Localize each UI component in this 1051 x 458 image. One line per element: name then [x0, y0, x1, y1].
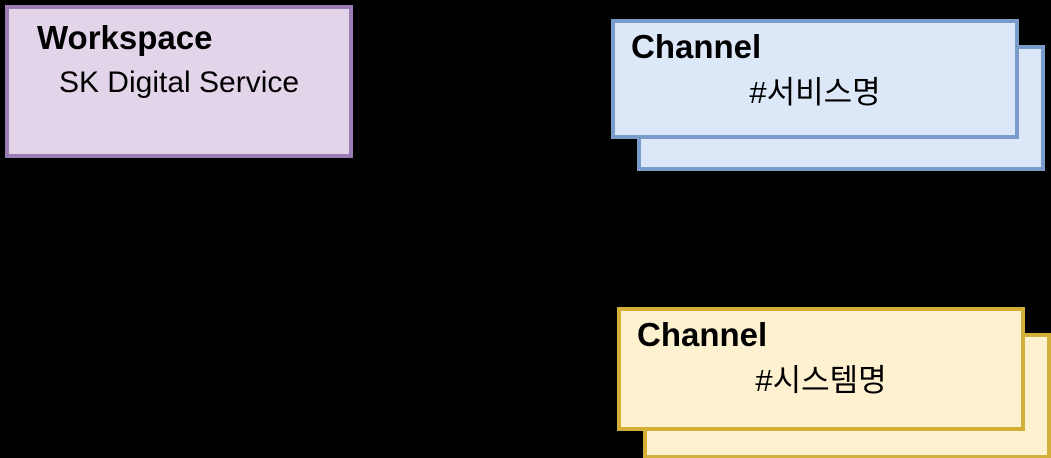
node-workspace[interactable]: Workspace SK Digital Service — [5, 5, 353, 158]
node-channel-system-subtitle: #시스템명 — [755, 363, 887, 398]
node-channel-service-title: Channel — [631, 28, 762, 65]
node-channel-service-subtitle: #서비스명 — [749, 75, 881, 110]
connector-workspace-to-channel-system-horizontal[interactable] — [500, 367, 617, 370]
connector-workspace-to-channel-system-vertical[interactable] — [500, 82, 503, 369]
connector-endpoint-channel-system-left[interactable] — [609, 364, 617, 373]
node-workspace-title: Workspace — [37, 19, 213, 56]
node-workspace-subtitle: SK Digital Service — [58, 66, 300, 99]
node-channel-service[interactable]: Channel #서비스명 — [611, 19, 1019, 139]
node-channel-system[interactable]: Channel #시스템명 — [617, 307, 1025, 431]
node-channel-system-title: Channel — [637, 316, 768, 353]
connector-endpoint-channel-service-left[interactable] — [606, 78, 614, 87]
connector-workspace-to-channel-service[interactable] — [353, 82, 611, 85]
